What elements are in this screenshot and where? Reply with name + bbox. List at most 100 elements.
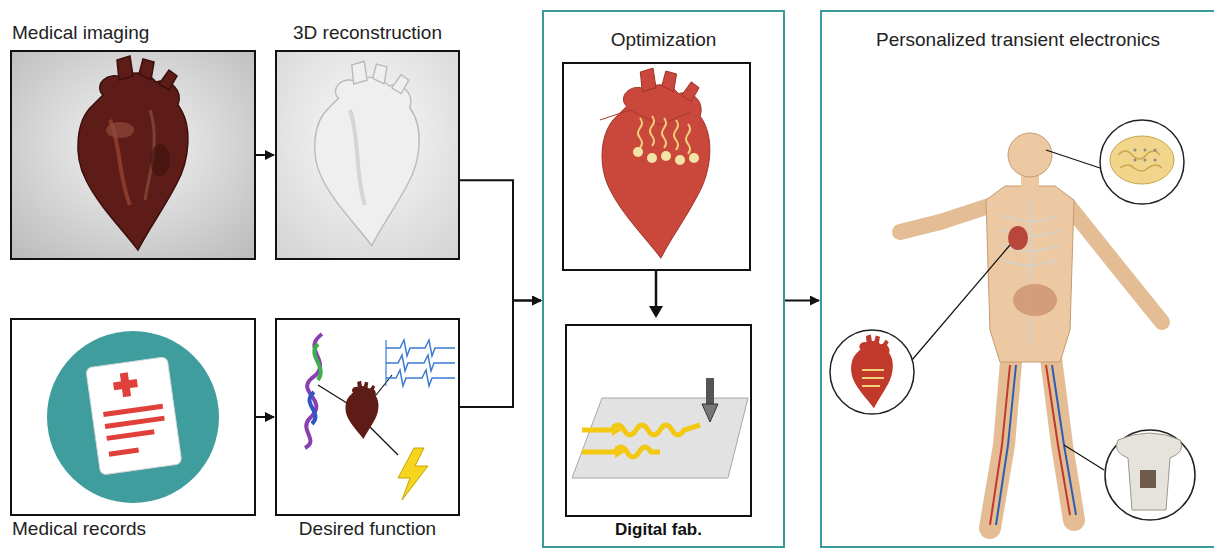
human-body xyxy=(900,205,992,232)
stage-panel: OptimizationDigital fab. xyxy=(542,10,785,548)
brain-callout xyxy=(1134,149,1157,162)
function-sketch xyxy=(318,385,350,405)
down-arrow xyxy=(649,306,663,318)
flow-arrow xyxy=(256,154,274,156)
node-label: 3D reconstruction xyxy=(277,22,458,44)
flow-arrow xyxy=(785,300,819,302)
medical-record-icon xyxy=(103,404,163,417)
function-sketch xyxy=(345,381,378,439)
brain-callout xyxy=(1144,149,1147,152)
reconstructed-heart-model xyxy=(275,50,460,260)
medical-record-icon xyxy=(47,331,219,503)
human-body xyxy=(990,365,1076,525)
flow-arrow xyxy=(256,416,274,418)
realistic-heart-image xyxy=(150,144,170,176)
function-sketch xyxy=(398,448,428,500)
printing-sketch xyxy=(702,404,718,422)
heart-with-electrodes xyxy=(675,155,685,165)
heart-with-electrodes xyxy=(686,124,690,154)
brain-callout xyxy=(1046,120,1184,204)
human-body xyxy=(1029,195,1031,345)
heart-with-electrodes xyxy=(638,116,690,154)
function-sketch xyxy=(305,334,322,448)
heart-with-electrodes xyxy=(563,63,750,270)
node-label: Optimization xyxy=(544,29,783,51)
human-body xyxy=(1068,205,1162,322)
brain-callout xyxy=(1154,159,1157,162)
heart-with-electrodes xyxy=(661,151,671,161)
node-label: Digital fab. xyxy=(567,519,750,541)
brain-callout xyxy=(1154,149,1157,152)
realistic-heart-image xyxy=(78,56,188,250)
printing-sketch xyxy=(572,398,748,478)
human-body xyxy=(986,186,1074,362)
function-sketch xyxy=(275,318,460,516)
reconstructed-heart-model xyxy=(315,61,420,245)
brain-callout xyxy=(1144,159,1147,162)
function-sketch xyxy=(386,355,455,371)
function-sketch xyxy=(314,344,320,380)
image-box: Desired function xyxy=(275,318,460,516)
medical-record-icon xyxy=(86,357,182,475)
medical-record-icon xyxy=(10,318,256,516)
image-box: Medical records xyxy=(10,318,256,516)
printing-sketch xyxy=(615,446,625,458)
printing-sketch xyxy=(612,424,622,436)
bone-callout xyxy=(1140,470,1156,488)
brain-callout xyxy=(1118,151,1162,171)
medical-record-icon xyxy=(86,357,182,475)
medical-record-icon xyxy=(113,379,138,390)
brain-callout xyxy=(1134,159,1137,162)
heart-callout xyxy=(862,370,884,386)
realistic-heart-image xyxy=(10,50,256,260)
image-box: 3D reconstruction xyxy=(275,50,460,260)
printing-sketch xyxy=(563,322,750,515)
brain-callout xyxy=(1100,120,1184,204)
function-sketch xyxy=(368,425,398,455)
function-sketch xyxy=(385,340,386,386)
bone-callout xyxy=(1064,445,1104,470)
bone-callout xyxy=(1116,433,1181,510)
heart-callout xyxy=(830,330,914,414)
heart-with-electrodes xyxy=(662,118,666,148)
reconstructed-heart-model xyxy=(350,110,365,205)
down-arrow xyxy=(649,271,663,318)
node-label: Personalized transient electronics xyxy=(822,29,1214,51)
realistic-heart-image xyxy=(106,122,134,138)
heart-with-electrodes xyxy=(647,153,657,163)
bone-callout xyxy=(1105,430,1195,520)
printing-sketch xyxy=(582,425,700,435)
brain-callout xyxy=(1134,149,1137,152)
human-body xyxy=(1008,133,1052,177)
heart-with-electrodes xyxy=(600,110,690,125)
heart-with-electrodes xyxy=(674,120,678,150)
heart-with-electrodes xyxy=(638,118,642,148)
function-sketch xyxy=(275,318,460,516)
reconstructed-heart-model xyxy=(275,50,460,260)
printing-sketch xyxy=(706,378,714,404)
image-box: Medical imaging xyxy=(10,50,256,260)
heart-with-electrodes xyxy=(633,147,643,157)
medical-record-icon xyxy=(106,429,154,441)
function-sketch xyxy=(309,392,315,424)
printing-sketch xyxy=(582,447,660,457)
flow-arrow xyxy=(460,180,541,300)
heart-with-electrodes xyxy=(689,153,699,163)
brain-callout xyxy=(1110,136,1174,184)
medical-record-icon xyxy=(105,416,165,429)
printing-sketch xyxy=(563,322,750,515)
stage-panel: Personalized transient electronics xyxy=(820,10,1214,548)
medical-record-icon xyxy=(10,318,256,516)
heart-with-electrodes xyxy=(602,68,710,258)
function-sketch xyxy=(386,340,455,356)
down-arrow xyxy=(655,271,658,308)
medical-record-icon xyxy=(109,448,139,457)
brain-callout xyxy=(1046,150,1100,168)
human-body xyxy=(996,365,1016,525)
heart-with-electrodes xyxy=(633,147,699,165)
image-box: Digital fab. xyxy=(565,324,752,517)
human-body xyxy=(1000,195,1060,345)
